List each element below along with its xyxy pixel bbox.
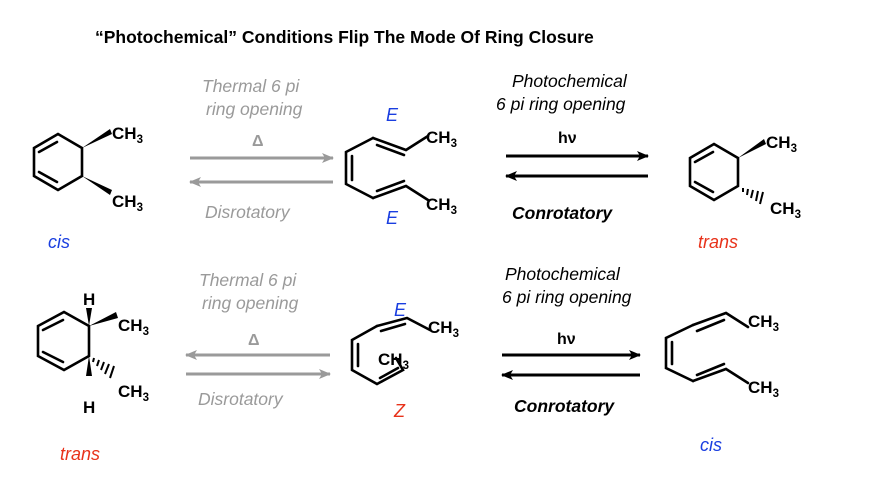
eze-octatriene-bottom: CH3 CH3 — [664, 311, 779, 400]
bottom-triene-lower-geometry: Z — [393, 401, 406, 421]
svg-text:CH3: CH3 — [426, 128, 457, 150]
svg-text:CH3: CH3 — [748, 312, 779, 334]
eze-octatriene-top: CH3 CH3 — [344, 128, 457, 217]
top-product-label: trans — [698, 232, 738, 252]
cis-dimethylcyclohexadiene-top: CH3 CH3 — [32, 124, 143, 214]
svg-text:CH3: CH3 — [112, 124, 143, 146]
top-thermal-line1: Thermal 6 pi — [202, 76, 300, 96]
bottom-thermal-line1: Thermal 6 pi — [199, 270, 297, 290]
bottom-thermal-delta: Δ — [248, 332, 260, 349]
svg-text:CH3: CH3 — [766, 133, 797, 155]
top-start-label: cis — [48, 232, 70, 252]
svg-text:CH3: CH3 — [118, 316, 149, 338]
trans-dimethylcyclohexadiene-top: CH3 CH3 — [688, 133, 801, 221]
bottom-photo-line2: 6 pi ring opening — [502, 287, 632, 307]
top-thermal-line2: ring opening — [206, 99, 303, 119]
top-photo-line1: Photochemical — [512, 71, 628, 91]
top-photo-mode: Conrotatory — [512, 203, 613, 223]
bottom-photo-line1: Photochemical — [505, 264, 621, 284]
svg-text:CH3: CH3 — [426, 195, 457, 217]
bottom-photo-hv: hν — [557, 331, 576, 348]
svg-text:H: H — [83, 398, 95, 417]
top-photo-hv: hν — [558, 130, 577, 147]
bottom-product-label: cis — [700, 435, 722, 455]
bottom-triene-upper-geometry: E — [394, 300, 407, 320]
svg-text:CH3: CH3 — [770, 199, 801, 221]
svg-text:CH3: CH3 — [118, 382, 149, 404]
top-thermal-mode: Disrotatory — [205, 202, 291, 222]
svg-text:CH3: CH3 — [428, 318, 459, 340]
svg-text:CH3: CH3 — [748, 378, 779, 400]
bottom-photo-mode: Conrotatory — [514, 396, 615, 416]
svg-text:CH3: CH3 — [112, 192, 143, 214]
bottom-start-label: trans — [60, 444, 100, 464]
top-photo-line2: 6 pi ring opening — [496, 94, 626, 114]
ezz-octatriene-bottom: CH3 CH3 — [350, 316, 459, 386]
top-thermal-delta: Δ — [252, 133, 264, 150]
top-triene-lower-geometry: E — [386, 208, 399, 228]
top-triene-upper-geometry: E — [386, 105, 399, 125]
svg-text:H: H — [83, 290, 95, 309]
bottom-thermal-mode: Disrotatory — [198, 389, 284, 409]
bottom-thermal-line2: ring opening — [202, 293, 299, 313]
trans-dimethylcyclohexadiene-bottom: H CH3 H CH3 — [36, 290, 149, 417]
scheme-title: “Photochemical” Conditions Flip The Mode… — [95, 27, 594, 47]
svg-text:CH3: CH3 — [378, 350, 409, 372]
